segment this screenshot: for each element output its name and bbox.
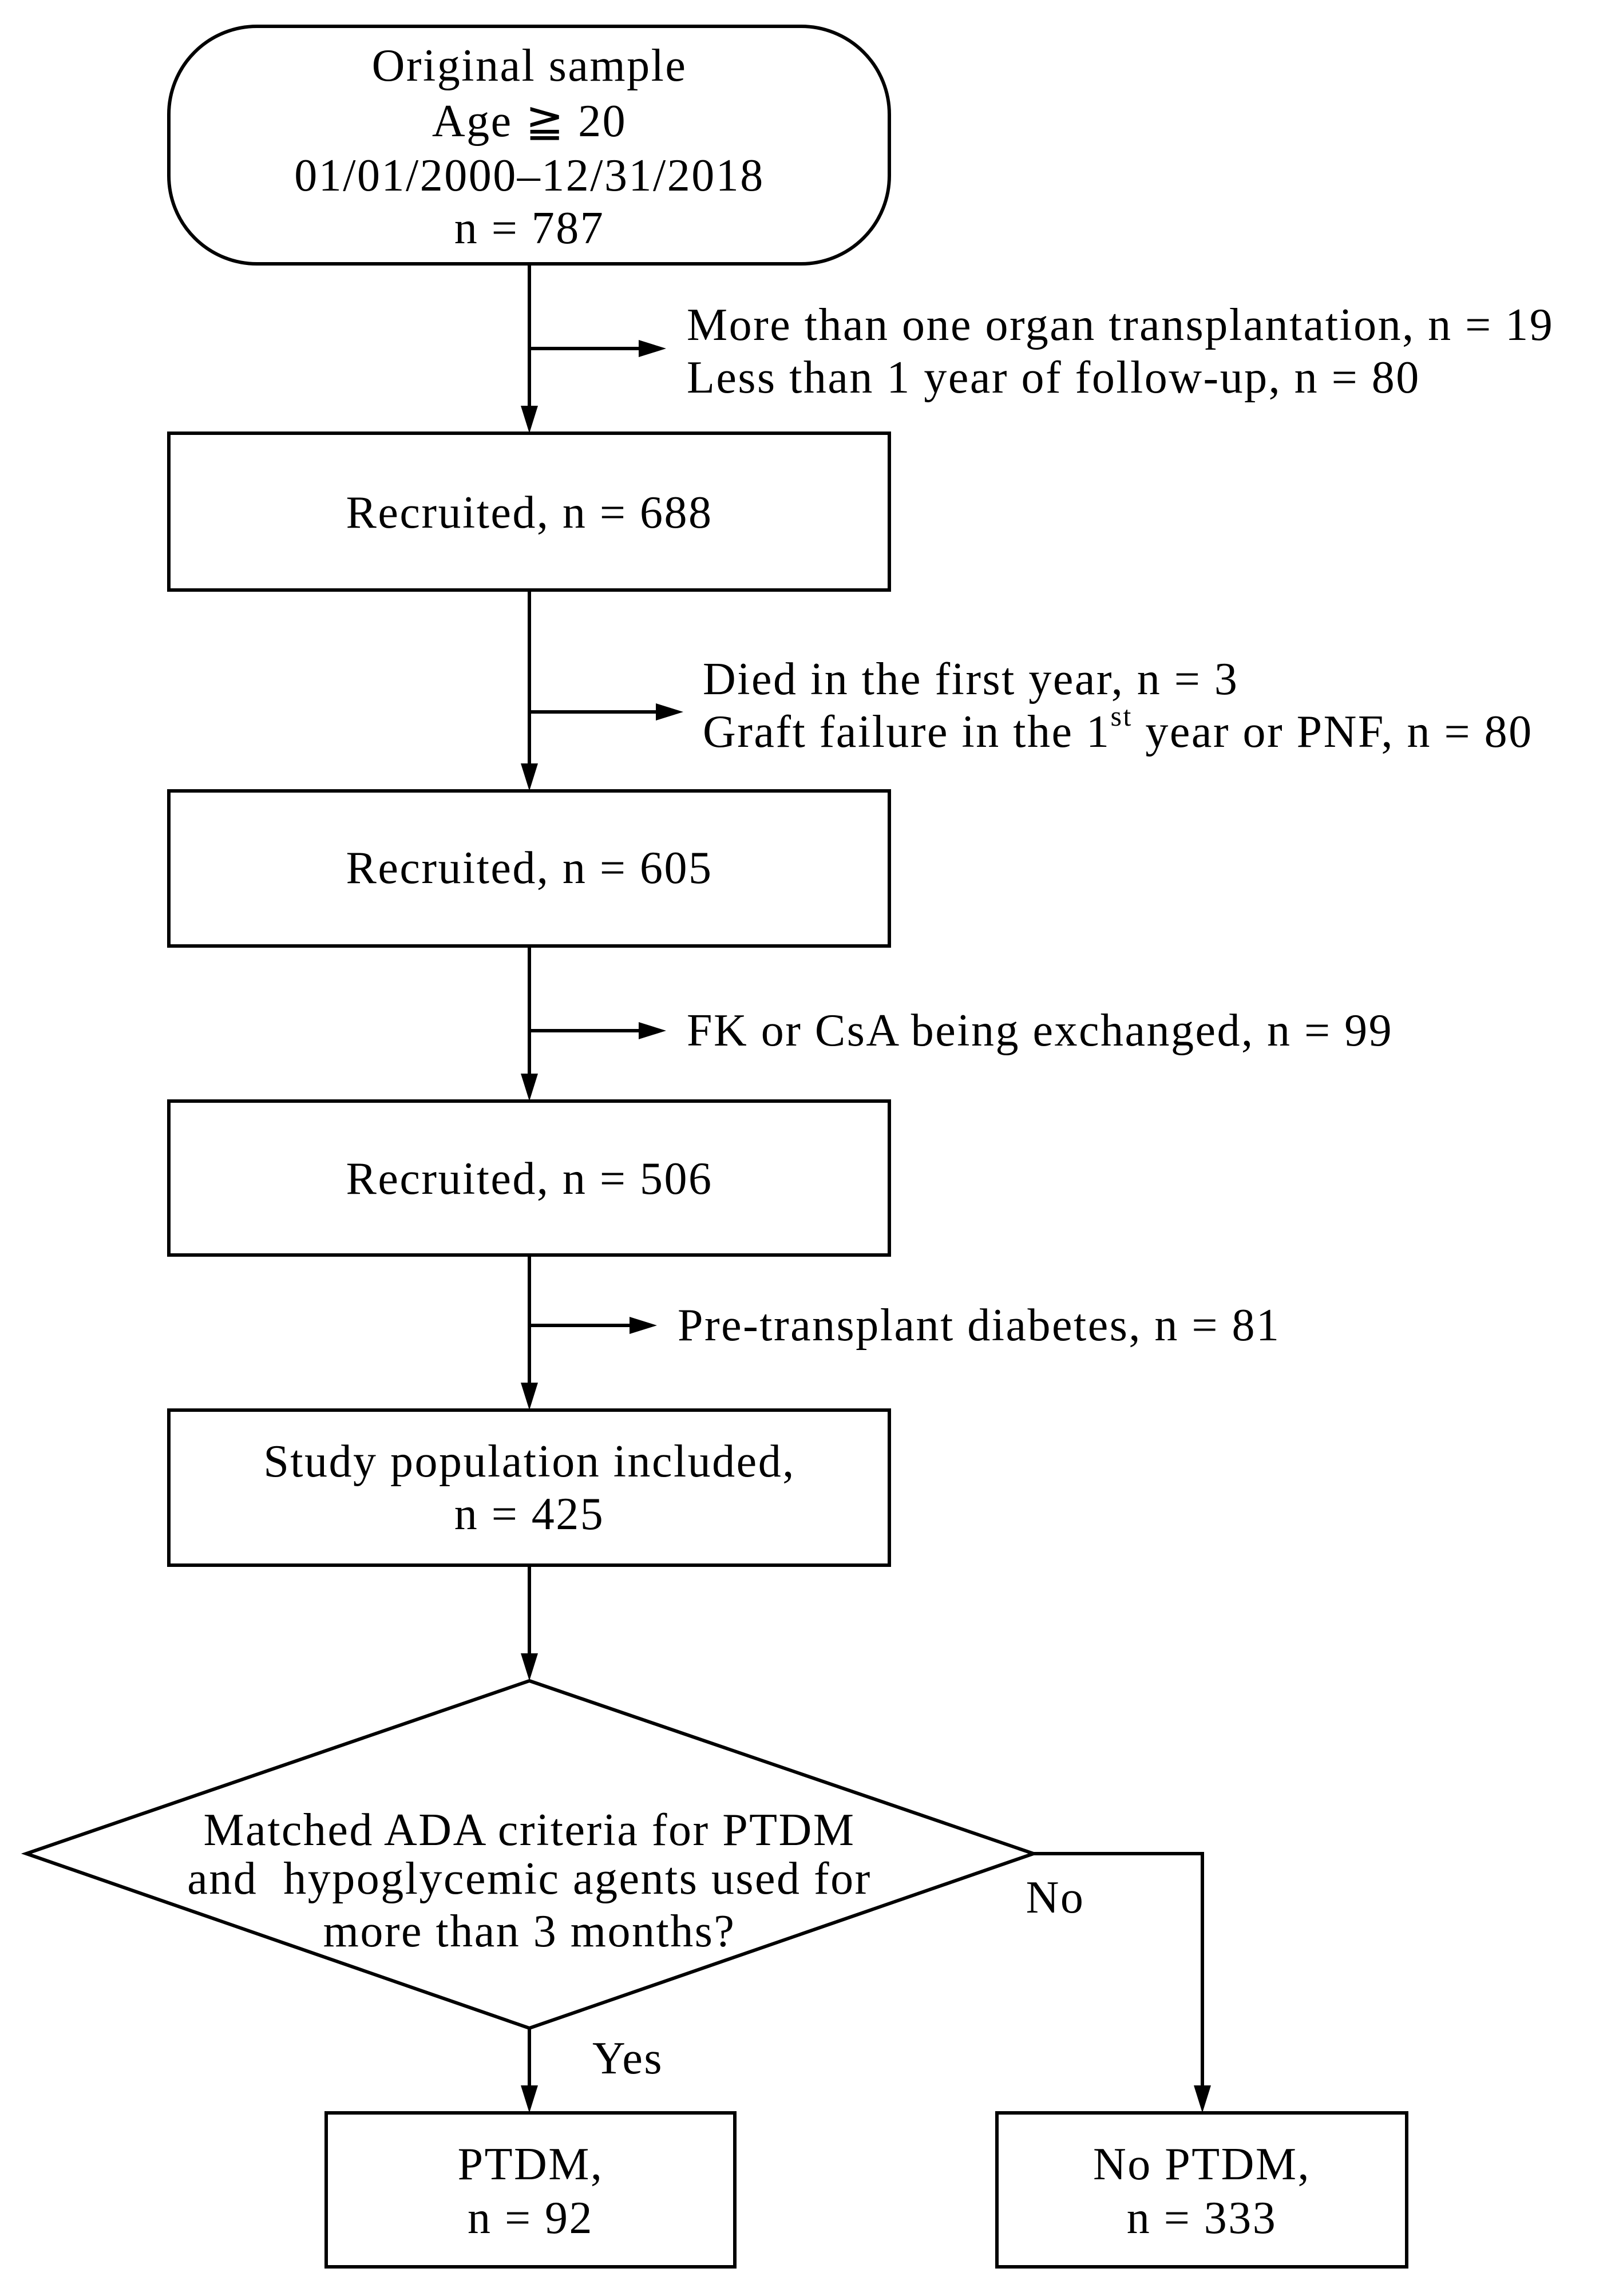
study-population-line-2: n = 425: [454, 1489, 605, 1539]
outcome-no-ptdm-line-2: n = 333: [1127, 2193, 1277, 2243]
outcome-ptdm-line-1: PTDM,: [458, 2139, 604, 2190]
exclusion-2-line-2-main: Graft failure in the 1: [703, 707, 1111, 757]
start-box-line-1: Original sample: [372, 41, 687, 91]
outcome-no-ptdm-box: [995, 2111, 1408, 2269]
decision-line-1: Matched ADA criteria for PTDM: [204, 1805, 856, 1855]
exclusion-2-line-2-rest: year or PNF, n = 80: [1133, 707, 1533, 757]
outcome-no-ptdm-line-1: No PTDM,: [1093, 2139, 1311, 2190]
start-box-line-3: 01/01/2000–12/31/2018: [294, 151, 764, 201]
exclusion-2-line-2-superscript: st: [1111, 700, 1133, 732]
exclusion-1-line-1: More than one organ transplantation, n =…: [687, 300, 1554, 350]
study-population-box: [167, 1408, 891, 1567]
study-population-line-1: Study population included,: [263, 1436, 795, 1487]
step-2-box: [167, 789, 891, 948]
exclusion-1-line-2: Less than 1 year of follow-up, n = 80: [687, 353, 1420, 403]
step-3-label: Recruited, n = 506: [346, 1154, 712, 1204]
outcome-ptdm-line-2: n = 92: [468, 2193, 593, 2243]
start-box-line-2: Age ≧ 20: [432, 96, 627, 147]
exclusion-4-line-1: Pre-transplant diabetes, n = 81: [678, 1300, 1280, 1351]
exclusion-2-line-1: Died in the first year, n = 3: [703, 654, 1238, 704]
yes-label: Yes: [592, 2033, 663, 2084]
start-box-line-4: n = 787: [454, 203, 605, 254]
no-branch-connector: [1034, 1852, 1211, 2113]
exclusion-3-line-1: FK or CsA being exchanged, n = 99: [687, 1006, 1393, 1056]
step-1-box: [167, 432, 891, 592]
no-label: No: [1026, 1873, 1085, 1923]
decision-line-2: and hypoglycemic agents used for: [187, 1854, 872, 1904]
step-1-label: Recruited, n = 688: [346, 488, 712, 538]
outcome-ptdm-box: [324, 2111, 737, 2269]
step-2-label: Recruited, n = 605: [346, 843, 712, 893]
exclusion-2-line-2: Graft failure in the 1st year or PNF, n …: [703, 700, 1533, 757]
decision-line-3: more than 3 months?: [323, 1906, 736, 1957]
